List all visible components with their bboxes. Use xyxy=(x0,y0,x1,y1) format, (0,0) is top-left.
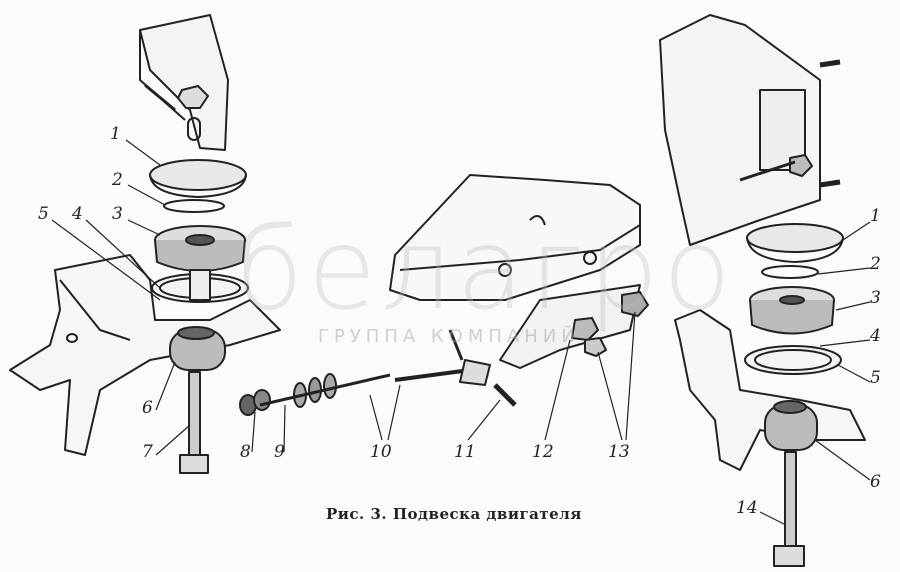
left-lower-cushion xyxy=(169,326,226,474)
center-crossmember xyxy=(389,174,649,369)
label-1: 1 xyxy=(110,124,121,144)
right-label-6: 6 xyxy=(870,472,881,492)
label-9: 9 xyxy=(274,442,285,462)
label-4: 4 xyxy=(72,204,83,224)
label-13: 13 xyxy=(608,442,630,462)
right-label-1: 1 xyxy=(870,206,881,226)
watermark-subtitle: ГРУППА КОМПАНИЙ xyxy=(318,326,580,347)
right-label-14: 14 xyxy=(736,498,758,518)
watermark-brand: белагро xyxy=(235,205,736,335)
right-frame-bracket xyxy=(674,309,866,567)
label-5: 5 xyxy=(38,204,49,224)
label-2: 2 xyxy=(112,170,123,190)
label-12: 12 xyxy=(532,442,554,462)
label-10: 10 xyxy=(370,442,392,462)
right-label-4: 4 xyxy=(870,326,881,346)
label-6: 6 xyxy=(142,398,153,418)
right-label-2: 2 xyxy=(870,254,881,274)
figure-caption: Рис. 3. Подвеска двигателя xyxy=(326,505,582,523)
right-upper-bracket xyxy=(659,14,841,246)
label-8: 8 xyxy=(240,442,251,462)
label-11: 11 xyxy=(454,442,476,462)
left-frame-bracket xyxy=(9,254,281,456)
left-mount-stack xyxy=(149,159,249,303)
left-upper-bracket xyxy=(139,14,229,151)
right-mount-stack xyxy=(744,223,844,375)
leader-lines xyxy=(51,139,871,526)
label-3: 3 xyxy=(112,204,123,224)
rod-assembly xyxy=(239,329,517,416)
right-label-5: 5 xyxy=(870,368,881,388)
right-label-3: 3 xyxy=(870,288,881,308)
label-7: 7 xyxy=(142,442,153,462)
